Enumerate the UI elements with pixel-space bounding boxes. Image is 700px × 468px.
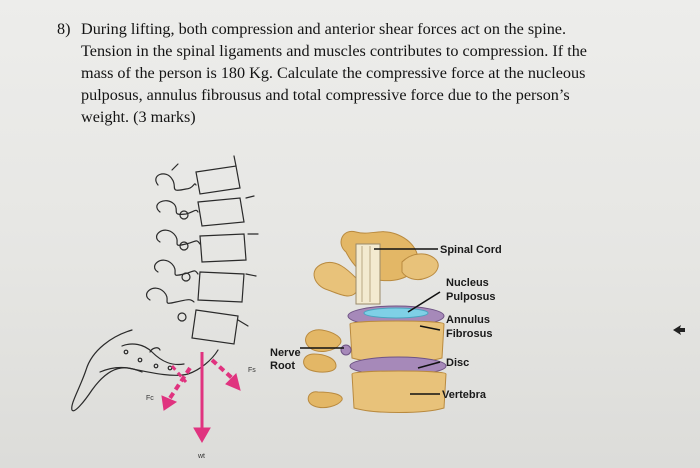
label-nerve-root-line1: Nerve — [270, 347, 301, 359]
vertebral-column-drawing — [71, 155, 259, 412]
arrow-fc-icon — [161, 395, 178, 411]
label-nucleus-line1: Nucleus — [446, 277, 489, 289]
force-arrows — [161, 352, 241, 444]
weight-label: wt — [197, 453, 205, 460]
question-line: weight. (3 marks) — [81, 108, 196, 126]
label-nucleus-line2: Pulposus — [446, 291, 496, 303]
label-annulus-line2: Fibrosus — [446, 328, 492, 340]
force-label-fs: Fs — [248, 367, 256, 374]
question-number: 8) — [57, 20, 71, 38]
spinal-cord-shape — [355, 243, 381, 305]
label-spinal-cord: Spinal Cord — [440, 244, 502, 256]
force-label-fc: Fc — [146, 395, 154, 402]
arrow-fs-icon — [225, 373, 241, 391]
label-annulus-line1: Annulus — [446, 314, 490, 326]
question-line: Tension in the spinal ligaments and musc… — [81, 42, 587, 60]
label-disc: Disc — [446, 357, 469, 369]
mouse-pointer-icon — [673, 325, 685, 335]
label-vertebra: Vertebra — [442, 389, 487, 401]
label-nerve-root-line2: Root — [270, 360, 295, 372]
lower-vertebra-shape — [351, 370, 447, 413]
arrow-down-icon — [193, 427, 211, 444]
nucleus-pulposus-shape — [363, 307, 429, 319]
question-line: During lifting, both compression and ant… — [81, 20, 567, 38]
question-line: mass of the person is 180 Kg. Calculate … — [81, 64, 586, 82]
question-line: pulposus, annulus fibrousus and total co… — [81, 86, 570, 104]
question-text: During lifting, both compression and ant… — [81, 18, 641, 128]
label-leader-lines — [300, 248, 441, 395]
